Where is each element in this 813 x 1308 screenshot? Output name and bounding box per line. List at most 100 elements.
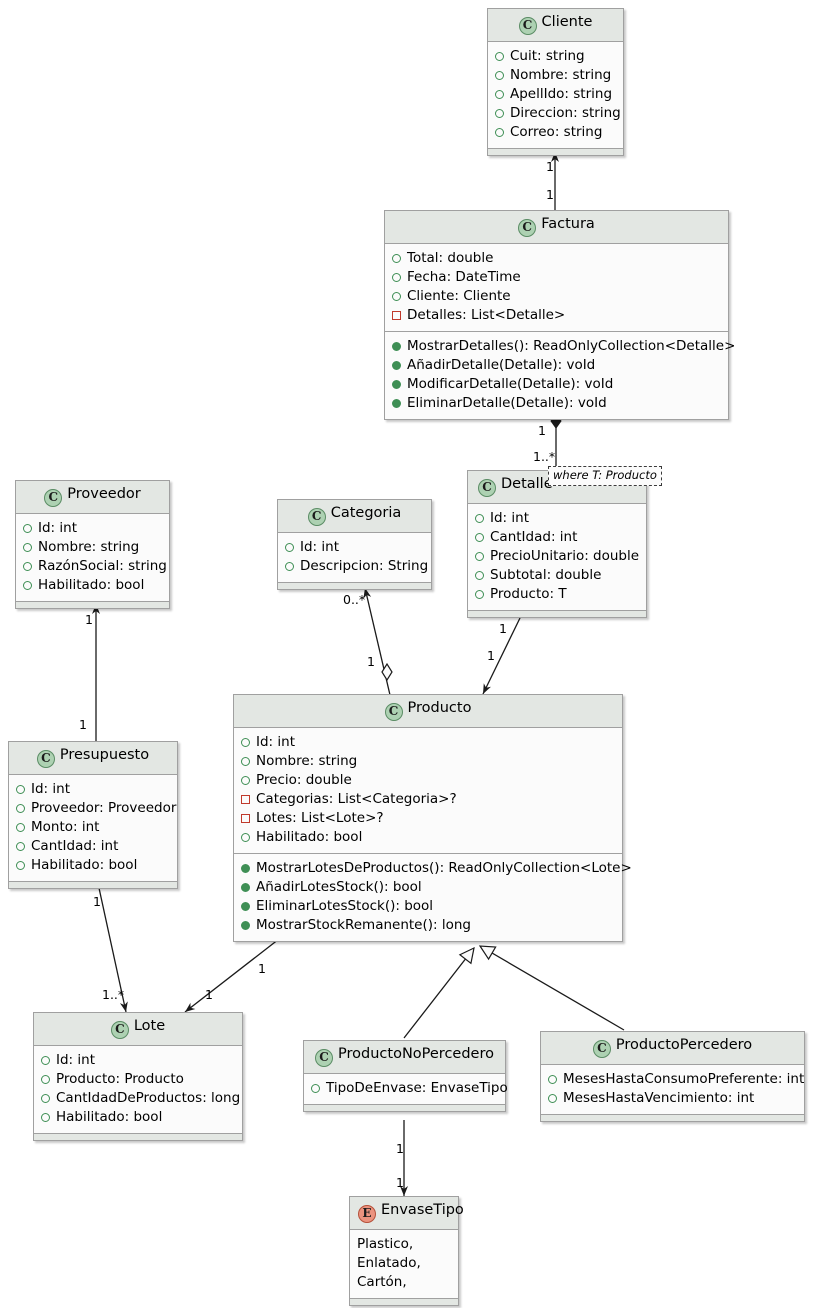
- public-field-icon: [285, 562, 294, 571]
- field-row: Categorias: List<Categoria>?: [241, 790, 615, 809]
- class-badge-icon: C: [307, 508, 326, 526]
- class-footer: [9, 881, 177, 888]
- field-row: Id: int: [241, 733, 615, 752]
- field-label: Nombre: string: [38, 539, 140, 555]
- method-row: MostrarStockRemanente(): long: [241, 916, 615, 935]
- field-label: Id: int: [490, 510, 529, 526]
- method-label: EliminarLotesStock(): bool: [256, 898, 434, 914]
- class-proveedor-fields: Id: int Nombre: string RazónSocial: stri…: [16, 514, 169, 601]
- field-label: Correo: string: [510, 124, 603, 140]
- public-field-icon: [475, 552, 484, 561]
- field-row: Precio: double: [241, 771, 615, 790]
- public-field-icon: [392, 292, 401, 301]
- method-row: EliminarLotesStock(): bool: [241, 897, 615, 916]
- class-producto-name: Producto: [407, 700, 472, 716]
- field-label: ApellIdo: string: [510, 86, 613, 102]
- field-row: MesesHastaVencimiento: int: [548, 1089, 797, 1108]
- class-presupuesto-fields: Id: int Proveedor: Proveedor Monto: int …: [9, 775, 177, 881]
- field-label: Producto: T: [490, 586, 567, 602]
- public-method-icon: [392, 399, 401, 408]
- multiplicity-detalle-producto-near-detalle: 1: [499, 621, 507, 636]
- enum-badge-icon: E: [358, 1205, 376, 1223]
- field-row: Habilitado: bool: [241, 828, 615, 847]
- enum-literal: Plastico,: [357, 1236, 414, 1252]
- field-label: MesesHastaVencimiento: int: [563, 1090, 755, 1106]
- field-label: Id: int: [31, 781, 70, 797]
- class-detalle-name: Detalle: [501, 476, 553, 492]
- public-field-icon: [285, 543, 294, 552]
- field-row: Direccion: string: [495, 104, 621, 123]
- multiplicity-factura-detalle-near-factura: 1: [538, 423, 546, 438]
- field-label: Nombre: string: [510, 67, 612, 83]
- enum-literal: Cartón,: [357, 1274, 407, 1290]
- method-label: MostrarDetalles(): ReadOnlyCollection<De…: [407, 338, 736, 354]
- class-badge-icon: C: [518, 17, 537, 35]
- field-row: Nombre: string: [23, 538, 162, 557]
- public-method-icon: [241, 883, 250, 892]
- edge-nopercedero-producto: [403, 946, 475, 1039]
- field-row: Monto: int: [16, 818, 170, 837]
- field-label: Proveedor: Proveedor: [31, 800, 177, 816]
- public-method-icon: [241, 902, 250, 911]
- field-label: Habilitado: bool: [56, 1109, 163, 1125]
- field-row: Producto: T: [475, 585, 639, 604]
- template-constraint-note: where T: Producto: [548, 466, 662, 486]
- field-label: RazónSocial: string: [38, 558, 167, 574]
- class-cliente-fields: Cuit: string Nombre: string ApellIdo: st…: [488, 42, 623, 148]
- public-field-icon: [23, 543, 32, 552]
- class-badge-icon: C: [36, 750, 55, 768]
- multiplicity-cliente-factura-near-cliente: 1: [546, 159, 554, 174]
- public-method-icon: [392, 361, 401, 370]
- class-badge-icon: C: [384, 703, 403, 721]
- private-field-icon: [241, 814, 250, 823]
- public-field-icon: [495, 90, 504, 99]
- public-method-icon: [392, 342, 401, 351]
- class-footer: [34, 1133, 242, 1140]
- field-row: RazónSocial: string: [23, 557, 167, 576]
- class-badge-icon: C: [315, 1049, 334, 1067]
- public-field-icon: [241, 738, 250, 747]
- class-lote-name: Lote: [133, 1018, 166, 1034]
- public-field-icon: [41, 1113, 50, 1122]
- public-field-icon: [16, 823, 25, 832]
- field-row: PrecioUnitario: double: [475, 547, 639, 566]
- field-row: Fecha: DateTime: [392, 268, 721, 287]
- field-label: Id: int: [38, 520, 77, 536]
- class-productopercedero-name: ProductoPercedero: [615, 1037, 753, 1053]
- class-footer: [350, 1298, 458, 1305]
- class-productonopercedero-name: ProductoNoPercedero: [338, 1046, 494, 1062]
- field-label: Total: double: [407, 250, 494, 266]
- field-row: Producto: Producto: [41, 1070, 235, 1089]
- public-field-icon: [23, 562, 32, 571]
- field-label: Habilitado: bool: [31, 857, 138, 873]
- class-producto-fields: Id: int Nombre: string Precio: double Ca…: [234, 728, 622, 853]
- method-row: AñadirLotesStock(): bool: [241, 878, 615, 897]
- field-label: Nombre: string: [256, 753, 358, 769]
- field-row: Id: int: [285, 538, 424, 557]
- field-label: PrecioUnitario: double: [490, 548, 640, 564]
- public-method-icon: [241, 864, 250, 873]
- multiplicity-nopercedero-envasetipo-near-nopercedero: 1: [396, 1141, 404, 1156]
- class-cliente-name: Cliente: [541, 14, 593, 30]
- private-field-icon: [392, 311, 401, 320]
- public-field-icon: [16, 804, 25, 813]
- class-badge-icon: C: [110, 1021, 129, 1039]
- field-row: Proveedor: Proveedor: [16, 799, 176, 818]
- multiplicity-producto-lote-near-producto: 1: [258, 961, 266, 976]
